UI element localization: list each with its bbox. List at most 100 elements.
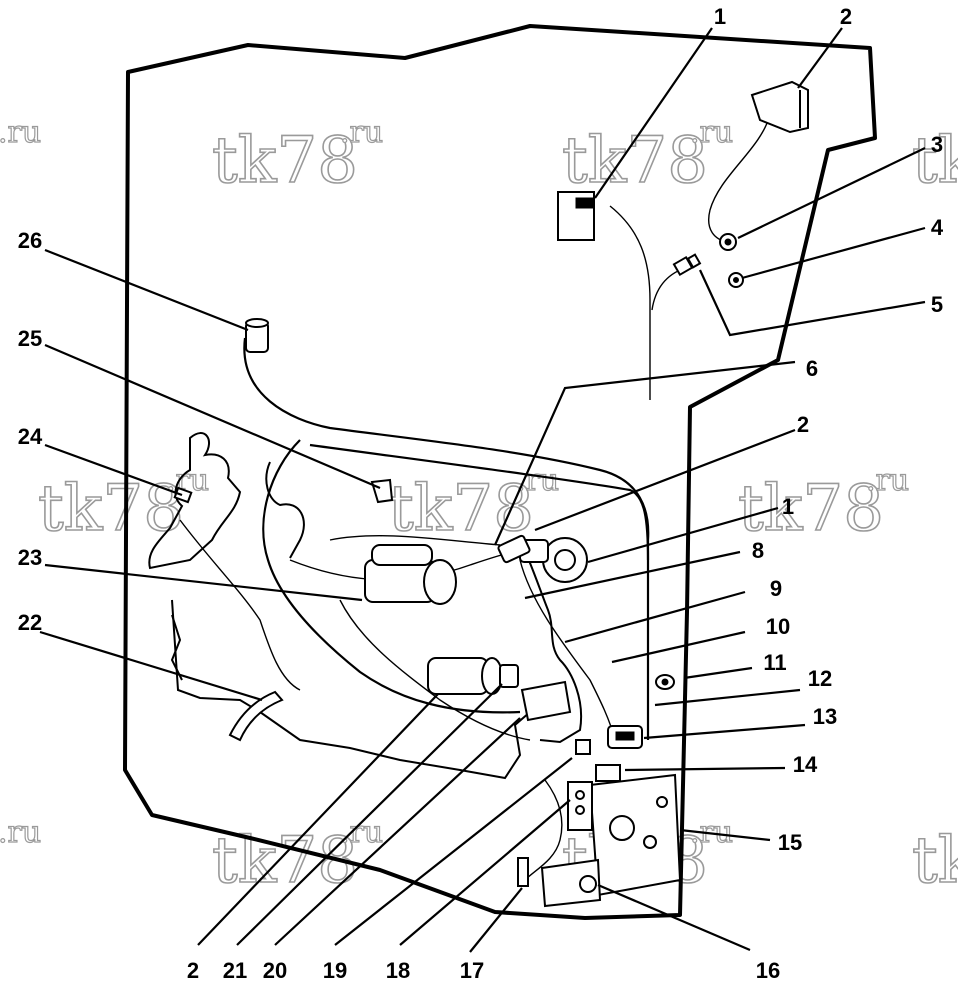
callout-24: 24 xyxy=(18,424,43,449)
secondary-wiring xyxy=(179,519,301,691)
secondary-wiring xyxy=(339,599,531,741)
leader-line xyxy=(741,226,926,280)
watermark-suffix: .ru xyxy=(340,115,383,150)
callout-1: 1 xyxy=(782,494,794,519)
component-23-starter-motor xyxy=(364,544,457,605)
callout-10: 10 xyxy=(766,614,790,639)
leader-line xyxy=(44,248,249,332)
engine-block-outline xyxy=(171,599,546,780)
callout-1: 1 xyxy=(714,4,726,29)
leader-line xyxy=(679,828,771,842)
leader-line xyxy=(643,723,806,740)
watermark-suffix: .ru xyxy=(516,463,559,498)
watermarks: .ru tk78 .ru tk78 .ru tk78 tk78 .ru tk78… xyxy=(0,114,958,898)
main-wiring-harness xyxy=(309,443,650,561)
callout-17: 17 xyxy=(460,958,484,983)
leader-line xyxy=(39,630,263,702)
component-19-module xyxy=(520,680,572,722)
engine-block-outline xyxy=(519,539,583,744)
leader-line xyxy=(797,27,843,89)
callout-13: 13 xyxy=(813,704,837,729)
watermark: tk78 xyxy=(738,472,884,546)
callout-labels: 1 2 3 4 5 6 2 1 8 9 10 11 12 13 14 15 16… xyxy=(18,4,944,983)
main-wiring-harness xyxy=(262,439,521,714)
callout-20: 20 xyxy=(263,958,287,983)
callout-14: 14 xyxy=(793,752,818,777)
callout-19: 19 xyxy=(323,958,347,983)
leader-line xyxy=(469,887,523,953)
callout-26: 26 xyxy=(18,228,42,253)
leader-line xyxy=(587,506,779,564)
component-18-connector xyxy=(575,739,591,755)
callout-22: 22 xyxy=(18,610,42,635)
callout-21: 21 xyxy=(223,958,247,983)
callout-2: 2 xyxy=(797,412,809,437)
component-21-coil xyxy=(427,657,503,695)
component-14-fuse-block xyxy=(595,764,621,782)
component-25-sensor xyxy=(370,478,394,504)
leader-line xyxy=(597,883,751,952)
leader-line xyxy=(524,550,741,600)
callout-12: 12 xyxy=(808,666,832,691)
leader-lines xyxy=(39,27,926,953)
component-16-battery-box xyxy=(540,858,602,908)
body-panel-outline xyxy=(123,24,877,920)
leader-line xyxy=(44,343,381,490)
leader-line xyxy=(683,666,753,680)
watermark: tk78 xyxy=(212,124,358,198)
callout-2: 2 xyxy=(840,4,852,29)
component-20-sensor xyxy=(499,664,519,688)
callout-5: 5 xyxy=(931,292,943,317)
leader-line xyxy=(334,757,573,946)
callout-18: 18 xyxy=(386,958,410,983)
leader-line xyxy=(534,428,796,532)
leader-line xyxy=(699,269,926,337)
component-17-connector xyxy=(517,857,529,887)
callout-23: 23 xyxy=(18,545,42,570)
leader-line xyxy=(399,799,571,946)
leader-line xyxy=(493,360,796,546)
engine-bay-outline xyxy=(148,432,242,570)
leader-line xyxy=(44,443,183,497)
watermark-suffix: .ru xyxy=(866,463,909,498)
secondary-wiring xyxy=(524,779,563,881)
component-2-relay xyxy=(750,80,809,134)
callout-4: 4 xyxy=(931,215,944,240)
component-3-switch xyxy=(719,233,737,251)
callout-11: 11 xyxy=(763,650,786,675)
component-4-switch xyxy=(728,272,744,288)
watermark: tk78 xyxy=(38,472,184,546)
secondary-wiring xyxy=(329,535,501,546)
leader-line xyxy=(611,630,746,664)
engine-block-outline xyxy=(265,461,305,559)
engine-block-outline xyxy=(170,614,183,681)
callout-6: 6 xyxy=(806,356,818,381)
callout-2: 2 xyxy=(187,958,199,983)
callout-25: 25 xyxy=(18,326,42,351)
secondary-wiring xyxy=(708,114,771,243)
component-6-sensor xyxy=(497,534,531,564)
component-1-connector-block xyxy=(557,191,595,241)
component-7-alternator xyxy=(519,537,588,583)
callout-9: 9 xyxy=(770,576,782,601)
watermark: tk78 xyxy=(912,124,958,198)
leader-line xyxy=(564,590,746,644)
callout-8: 8 xyxy=(752,538,764,563)
component-22-clamp xyxy=(228,690,284,742)
leader-line xyxy=(654,688,801,707)
callout-3: 3 xyxy=(931,132,943,157)
callout-16: 16 xyxy=(756,958,780,983)
component-15-control-panel xyxy=(567,773,682,897)
leader-line xyxy=(274,717,521,946)
secondary-wiring xyxy=(519,559,616,741)
watermark: tk78 xyxy=(562,124,708,198)
watermark-suffix: .ru xyxy=(0,815,41,850)
leader-line xyxy=(236,683,503,946)
watermark-suffix: .ru xyxy=(0,115,41,150)
leader-line xyxy=(594,27,713,199)
leader-line xyxy=(624,766,786,772)
secondary-wiring xyxy=(609,205,651,400)
component-13-connector xyxy=(607,725,643,749)
